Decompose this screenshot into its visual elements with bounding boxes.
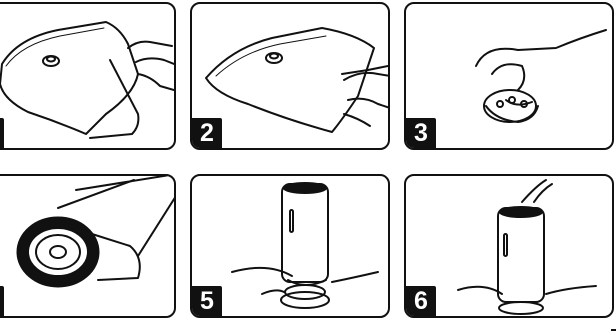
valve-cap-illustration xyxy=(406,4,614,150)
valve-cap-icon xyxy=(484,90,536,122)
finger-icon xyxy=(522,180,552,202)
vacuum-bag-illustration xyxy=(0,4,176,150)
hand-icon xyxy=(476,30,606,66)
step-badge: 2 xyxy=(192,118,222,148)
vacuum-pump-illustration xyxy=(406,176,614,318)
step-badge: 3 xyxy=(406,118,436,148)
vacuum-pump-icon xyxy=(282,184,328,282)
step-badge: 4 xyxy=(0,286,4,316)
step-badge: 6 xyxy=(406,286,436,316)
step-panel-5: 5 xyxy=(190,174,390,318)
step-panel-1: 1 xyxy=(0,2,176,150)
edge-mark xyxy=(611,329,616,331)
step-panel-6: 6 xyxy=(404,174,614,318)
step-panel-3: 3 xyxy=(404,2,614,150)
step-badge: 5 xyxy=(192,286,222,316)
step-badge: 1 xyxy=(0,118,4,148)
hand-icon xyxy=(344,73,390,126)
vacuum-pump-illustration xyxy=(0,176,176,318)
step-panel-4: 4 xyxy=(0,174,176,318)
step-panel-2: 2 xyxy=(190,2,390,150)
